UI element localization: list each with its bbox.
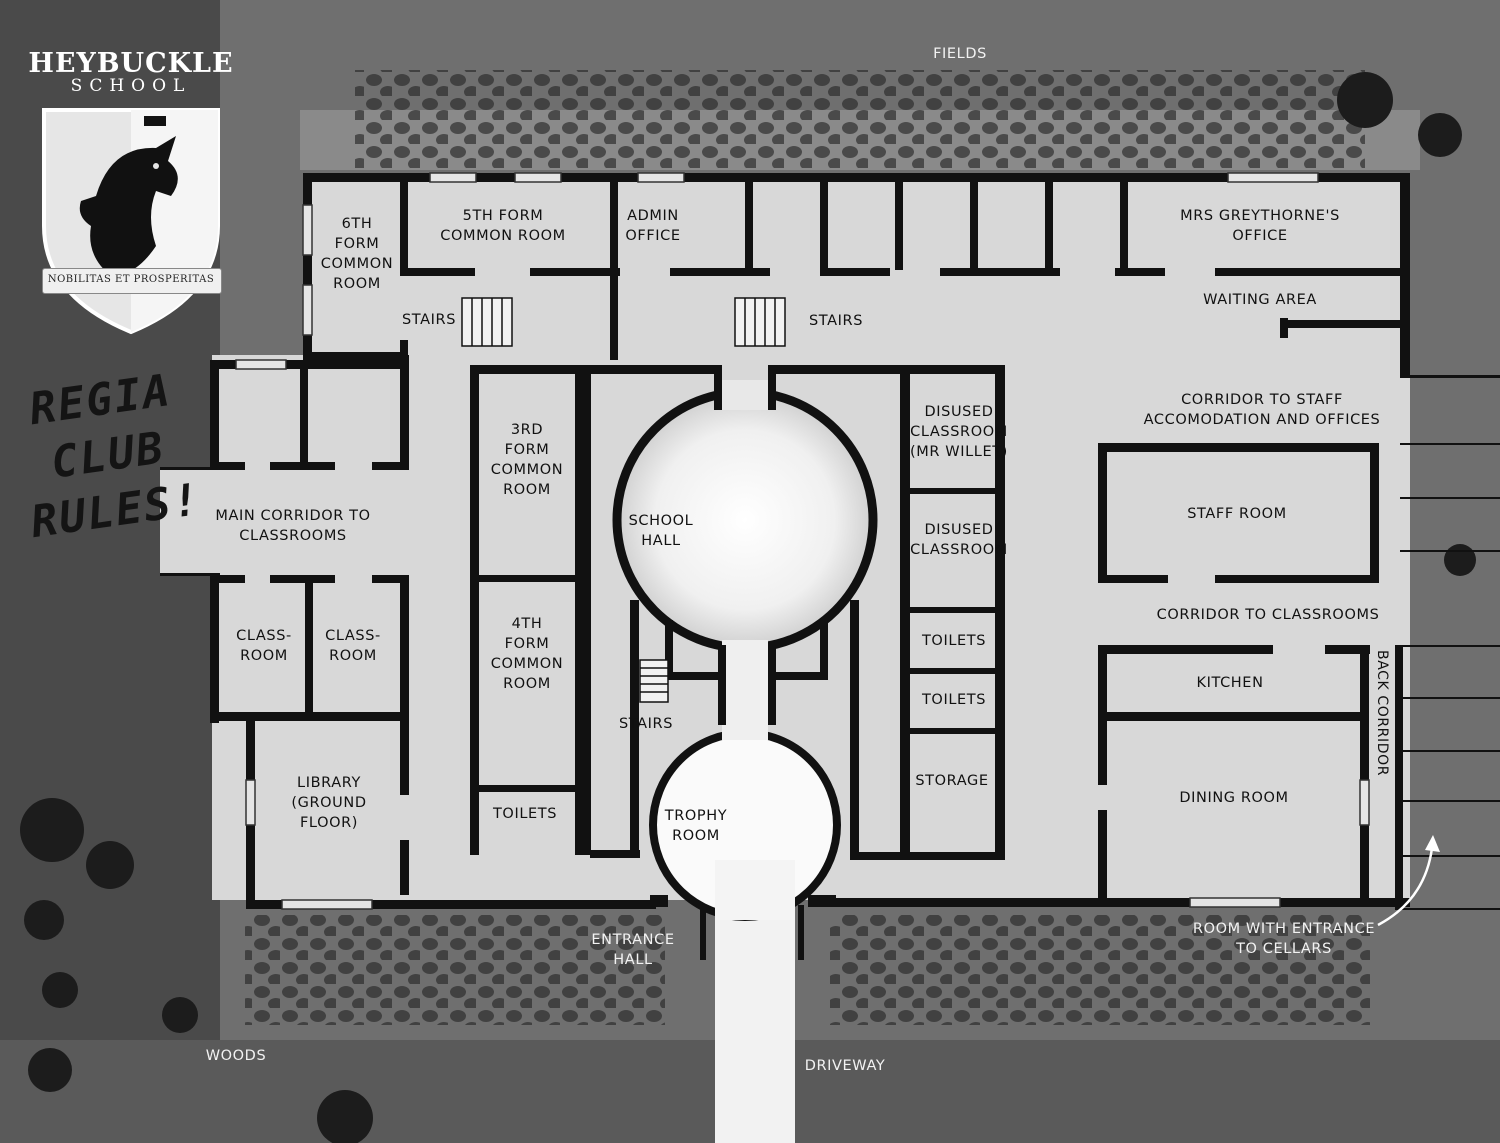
label-woods: WOODS (205, 1048, 267, 1064)
corridor-to-staff-accommodation: CORRIDOR TO STAFF ACCOMODATION AND OFFIC… (1143, 392, 1381, 428)
room-school-hall: SCHOOL HALL (628, 513, 694, 549)
corridor-back: BACK CORRIDOR (1374, 650, 1390, 777)
crest-name-top: HEYBUCKLE (28, 48, 234, 79)
entrance-gap (715, 860, 795, 920)
room-kitchen: KITCHEN (1196, 675, 1264, 691)
school-crest: HEYBUCKLE SCHOOL NOBILITAS ET PROSPERITA… (18, 28, 244, 348)
dragon-shield-icon (42, 108, 220, 335)
room-dining-room: DINING ROOM (1179, 790, 1289, 806)
corridor-to-classrooms: CORRIDOR TO CLASSROOMS (1156, 607, 1380, 623)
hall-stubs (665, 365, 828, 725)
room-waiting-area: WAITING AREA (1203, 292, 1317, 308)
room-mrs-greythorne-office: MRS GREYTHORNE'S OFFICE (1180, 208, 1340, 244)
room-entrance-hall: ENTRANCE HALL (591, 932, 675, 968)
room-4th-form-common-room: 4TH FORM COMMON ROOM (490, 616, 564, 692)
stairs-south-icon (639, 659, 669, 703)
label-driveway: DRIVEWAY (804, 1058, 886, 1074)
hedge-south-east (830, 915, 1370, 1025)
room-entrance-to-cellars: ROOM WITH ENTRANCE TO CELLARS (1192, 921, 1376, 957)
hall-doorway (722, 380, 768, 410)
room-toilets-2: TOILETS (921, 692, 987, 708)
room-admin-office: ADMIN OFFICE (625, 208, 681, 244)
walls (160, 173, 1500, 910)
room-toilets-3: TOILETS (492, 806, 558, 822)
crest-name-bottom: SCHOOL (70, 76, 192, 96)
room-staff-room: STAFF ROOM (1187, 506, 1287, 522)
regia-club-graffiti: REGIA CLUB RULES! (26, 364, 205, 549)
windows (235, 172, 1370, 910)
cellar-arrow-icon (1377, 847, 1434, 927)
hedge-north (355, 70, 1365, 170)
cellar-arrowhead-icon (1425, 835, 1440, 852)
trees (20, 72, 1476, 1143)
stairs-west-icon (461, 297, 513, 347)
room-6th-form-common-room: 6TH FORM COMMON ROOM (320, 216, 394, 292)
stairs-east-icon (734, 297, 786, 347)
entrance-pillars (650, 895, 836, 960)
room-disused-classroom-mr-willet: DISUSED CLASSROOM (MR WILLET) (910, 404, 1008, 460)
room-classroom-1: CLASS- ROOM (236, 628, 292, 664)
entrance-path (715, 880, 795, 1143)
room-stairs-south: STAIRS (618, 716, 673, 732)
label-fields: FIELDS (933, 46, 987, 62)
hedge-south-west (245, 915, 665, 1025)
room-stairs-east: STAIRS (808, 313, 863, 329)
room-3rd-form-common-room: 3RD FORM COMMON ROOM (490, 422, 564, 498)
hall-glow (617, 392, 873, 648)
room-stairs-west: STAIRS (401, 312, 456, 328)
crest-motto-banner (42, 268, 222, 294)
room-classroom-2: CLASS- ROOM (325, 628, 381, 664)
room-library: LIBRARY (GROUND FLOOR) (291, 775, 367, 831)
room-5th-form-common-room: 5TH FORM COMMON ROOM (440, 208, 566, 244)
room-trophy-room: TROPHY ROOM (664, 808, 728, 844)
room-toilets-1: TOILETS (921, 633, 987, 649)
corridor-main-to-classrooms: MAIN CORRIDOR TO CLASSROOMS (215, 508, 371, 544)
crest-motto: NOBILITAS ET PROSPERITAS (47, 274, 215, 285)
hall-passage (722, 640, 768, 740)
room-storage: STORAGE (915, 773, 989, 789)
room-disused-classroom: DISUSED CLASSROOM (910, 522, 1008, 558)
